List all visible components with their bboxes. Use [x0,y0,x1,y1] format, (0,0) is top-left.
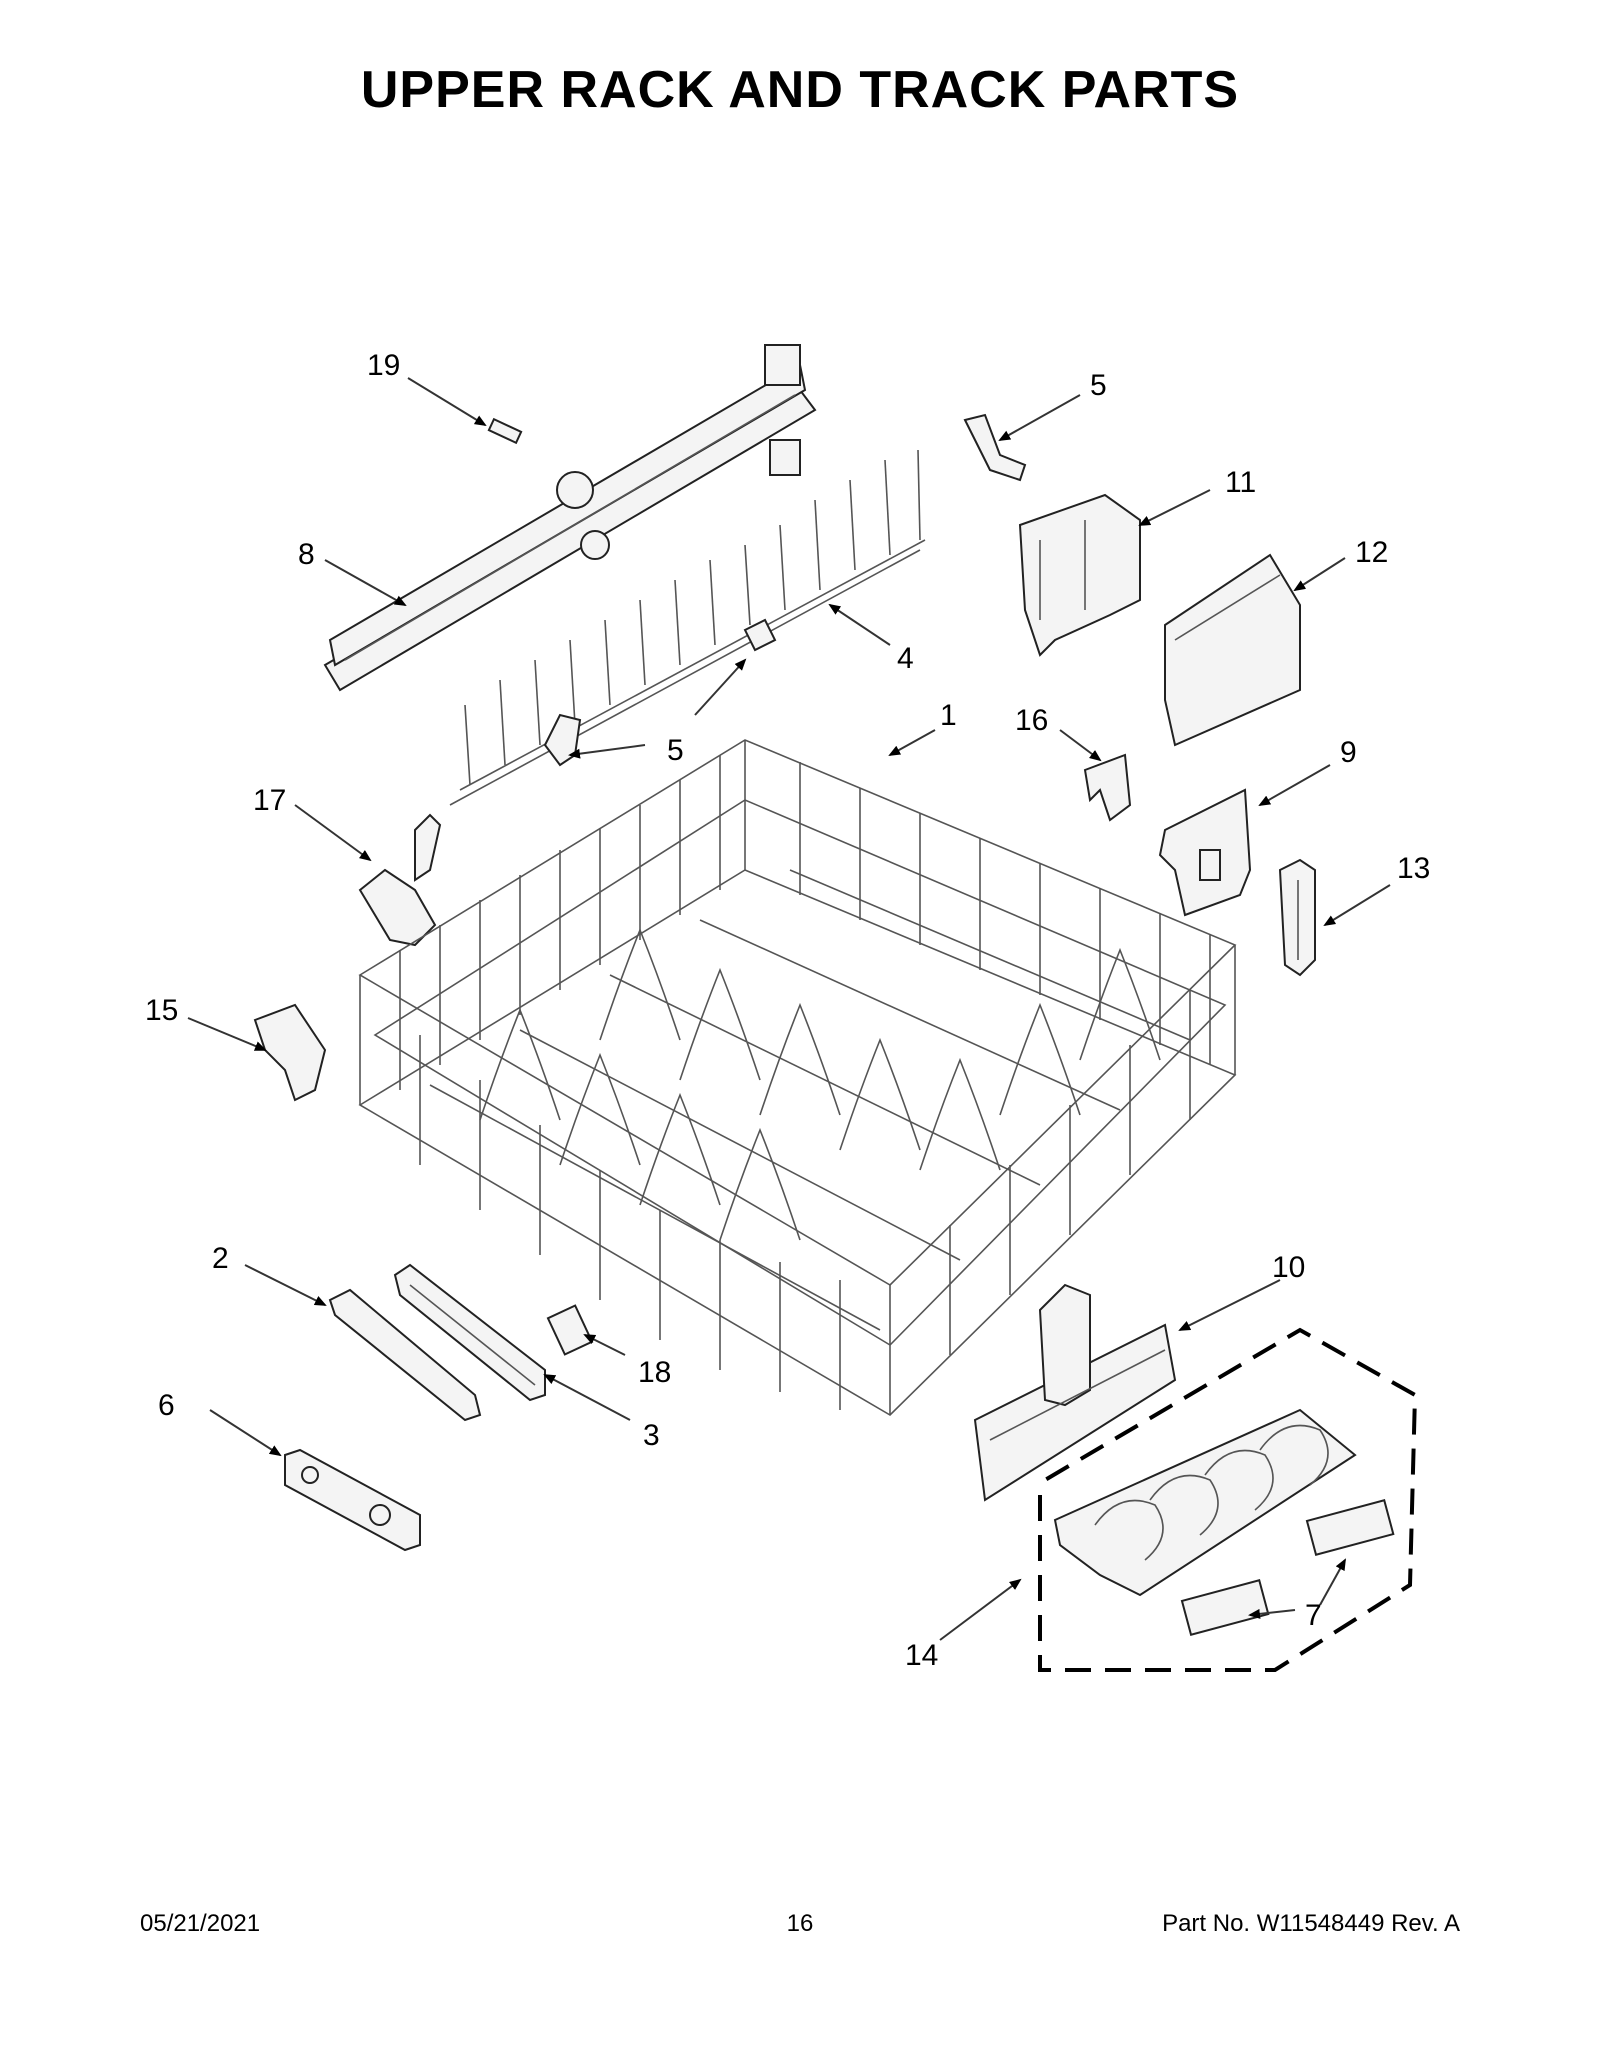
clip-part-7 [1180,1499,1395,1636]
bracket-part-6 [284,1448,421,1552]
callout-13: 13 [1397,852,1430,885]
callout-7: 7 [1305,1599,1322,1632]
wheel-part-17 [358,813,442,947]
kit-part-14 [1038,1327,1418,1672]
latch-part-13 [1278,858,1316,977]
callout-12: 12 [1355,536,1388,569]
callout-4: 4 [897,642,914,675]
callout-17: 17 [253,784,286,817]
callout-14: 14 [905,1639,938,1672]
upper-rack-part-1 [358,739,1237,1416]
handle-cover-part-2 [328,1288,482,1422]
page-title: UPPER RACK AND TRACK PARTS [360,61,1240,119]
adjuster-part-9 [1158,788,1252,917]
callout-5-mid: 5 [667,734,684,767]
handle-part-3 [393,1263,546,1402]
bolt-part-18 [546,1304,594,1356]
footer-page-number: 16 [786,1910,814,1937]
callout-15: 15 [145,994,178,1027]
track-rail-part-8 [323,344,817,692]
callout-19: 19 [367,349,400,382]
callout-6: 6 [158,1389,175,1422]
callout-8: 8 [298,538,315,571]
callout-11: 11 [1225,466,1256,499]
callout-18: 18 [638,1356,671,1389]
footer-part-number: Part No. W11548449 Rev. A [1162,1910,1460,1937]
shield-part-12 [1164,553,1301,747]
tine-row-part-4 [449,449,926,806]
leader-lines [187,377,1391,1641]
callout-numbers: 19 5 11 8 12 4 5 1 16 9 17 13 15 2 10 18… [145,349,1430,1672]
callout-10: 10 [1272,1251,1305,1284]
bracket-part-11 [1018,493,1141,657]
clip-part-16 [1083,753,1132,822]
callout-3: 3 [643,1419,660,1452]
clip-part-15 [253,1003,327,1102]
callout-16: 16 [1015,704,1048,737]
callout-1: 1 [940,699,957,732]
footer-date: 05/21/2021 [140,1910,261,1937]
callout-9: 9 [1340,736,1357,769]
callout-2: 2 [212,1242,229,1275]
clip-part-5-top [963,413,1027,482]
callout-5-top: 5 [1090,369,1107,402]
screw-part-19 [487,417,523,445]
track-adjuster-part-10 [973,1283,1177,1502]
